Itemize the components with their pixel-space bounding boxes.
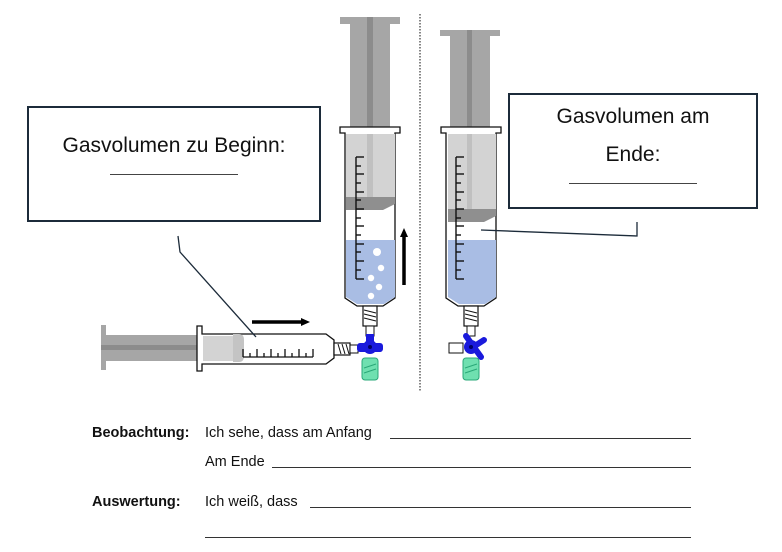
- liquid: [448, 240, 496, 304]
- gas-bubble: [367, 292, 375, 300]
- gas-bubble: [377, 264, 385, 272]
- arrow-right-icon: [252, 318, 310, 326]
- evaluation-line1-prefix: Ich weiß, dass: [205, 494, 298, 510]
- observation-line1-prefix: Ich sehe, dass am Anfang: [205, 425, 372, 441]
- vertical-syringe-start: [339, 17, 401, 337]
- evaluation-answer-line-1[interactable]: [310, 507, 691, 508]
- gas-volume-end-answer-line[interactable]: [569, 183, 697, 184]
- observation-label: Beobachtung:: [92, 425, 190, 441]
- arrow-up-icon: [400, 228, 408, 285]
- plunger-rod-center: [367, 17, 373, 127]
- pointer-line-start: [177, 235, 257, 338]
- observation-answer-line-2[interactable]: [272, 467, 691, 468]
- observation-answer-line-1[interactable]: [390, 438, 691, 439]
- observation-line2-prefix: Am Ende: [205, 454, 265, 470]
- evaluation-label: Auswertung:: [92, 494, 181, 510]
- plunger-rod-center: [101, 345, 199, 350]
- volume-scale: [242, 349, 314, 358]
- volume-scale: [355, 156, 364, 280]
- three-way-valve-closed: [448, 333, 487, 381]
- plunger-rod-center: [467, 30, 472, 127]
- gas-bubble: [373, 248, 381, 256]
- experiment-diagram: [101, 14, 638, 392]
- evaluation-answer-line-2[interactable]: [205, 537, 691, 538]
- vertical-syringe-end: [440, 30, 502, 337]
- volume-scale: [455, 156, 464, 280]
- liquid: [346, 240, 395, 304]
- plunger-seal: [233, 334, 244, 362]
- gas-bubble: [375, 283, 383, 291]
- gas-volume-end-box: Gasvolumen am Ende:: [508, 93, 758, 209]
- gas-volume-end-title-line2: Ende:: [605, 143, 661, 166]
- connector: [462, 357, 480, 381]
- pointer-line-end: [480, 222, 638, 237]
- plunger-seal: [448, 209, 496, 222]
- gas-volume-start-box: Gasvolumen zu Beginn:: [27, 106, 321, 222]
- plunger-in-barrel-center: [367, 134, 373, 198]
- three-way-valve: [357, 334, 383, 381]
- gas-volume-start-answer-line[interactable]: [110, 174, 238, 175]
- gas-volume-start-title: Gasvolumen zu Beginn:: [62, 134, 286, 157]
- horizontal-syringe: [101, 325, 359, 372]
- gas-bubble: [367, 274, 375, 282]
- connector: [361, 357, 379, 381]
- gas-volume-end-title-line1: Gasvolumen am: [556, 105, 710, 128]
